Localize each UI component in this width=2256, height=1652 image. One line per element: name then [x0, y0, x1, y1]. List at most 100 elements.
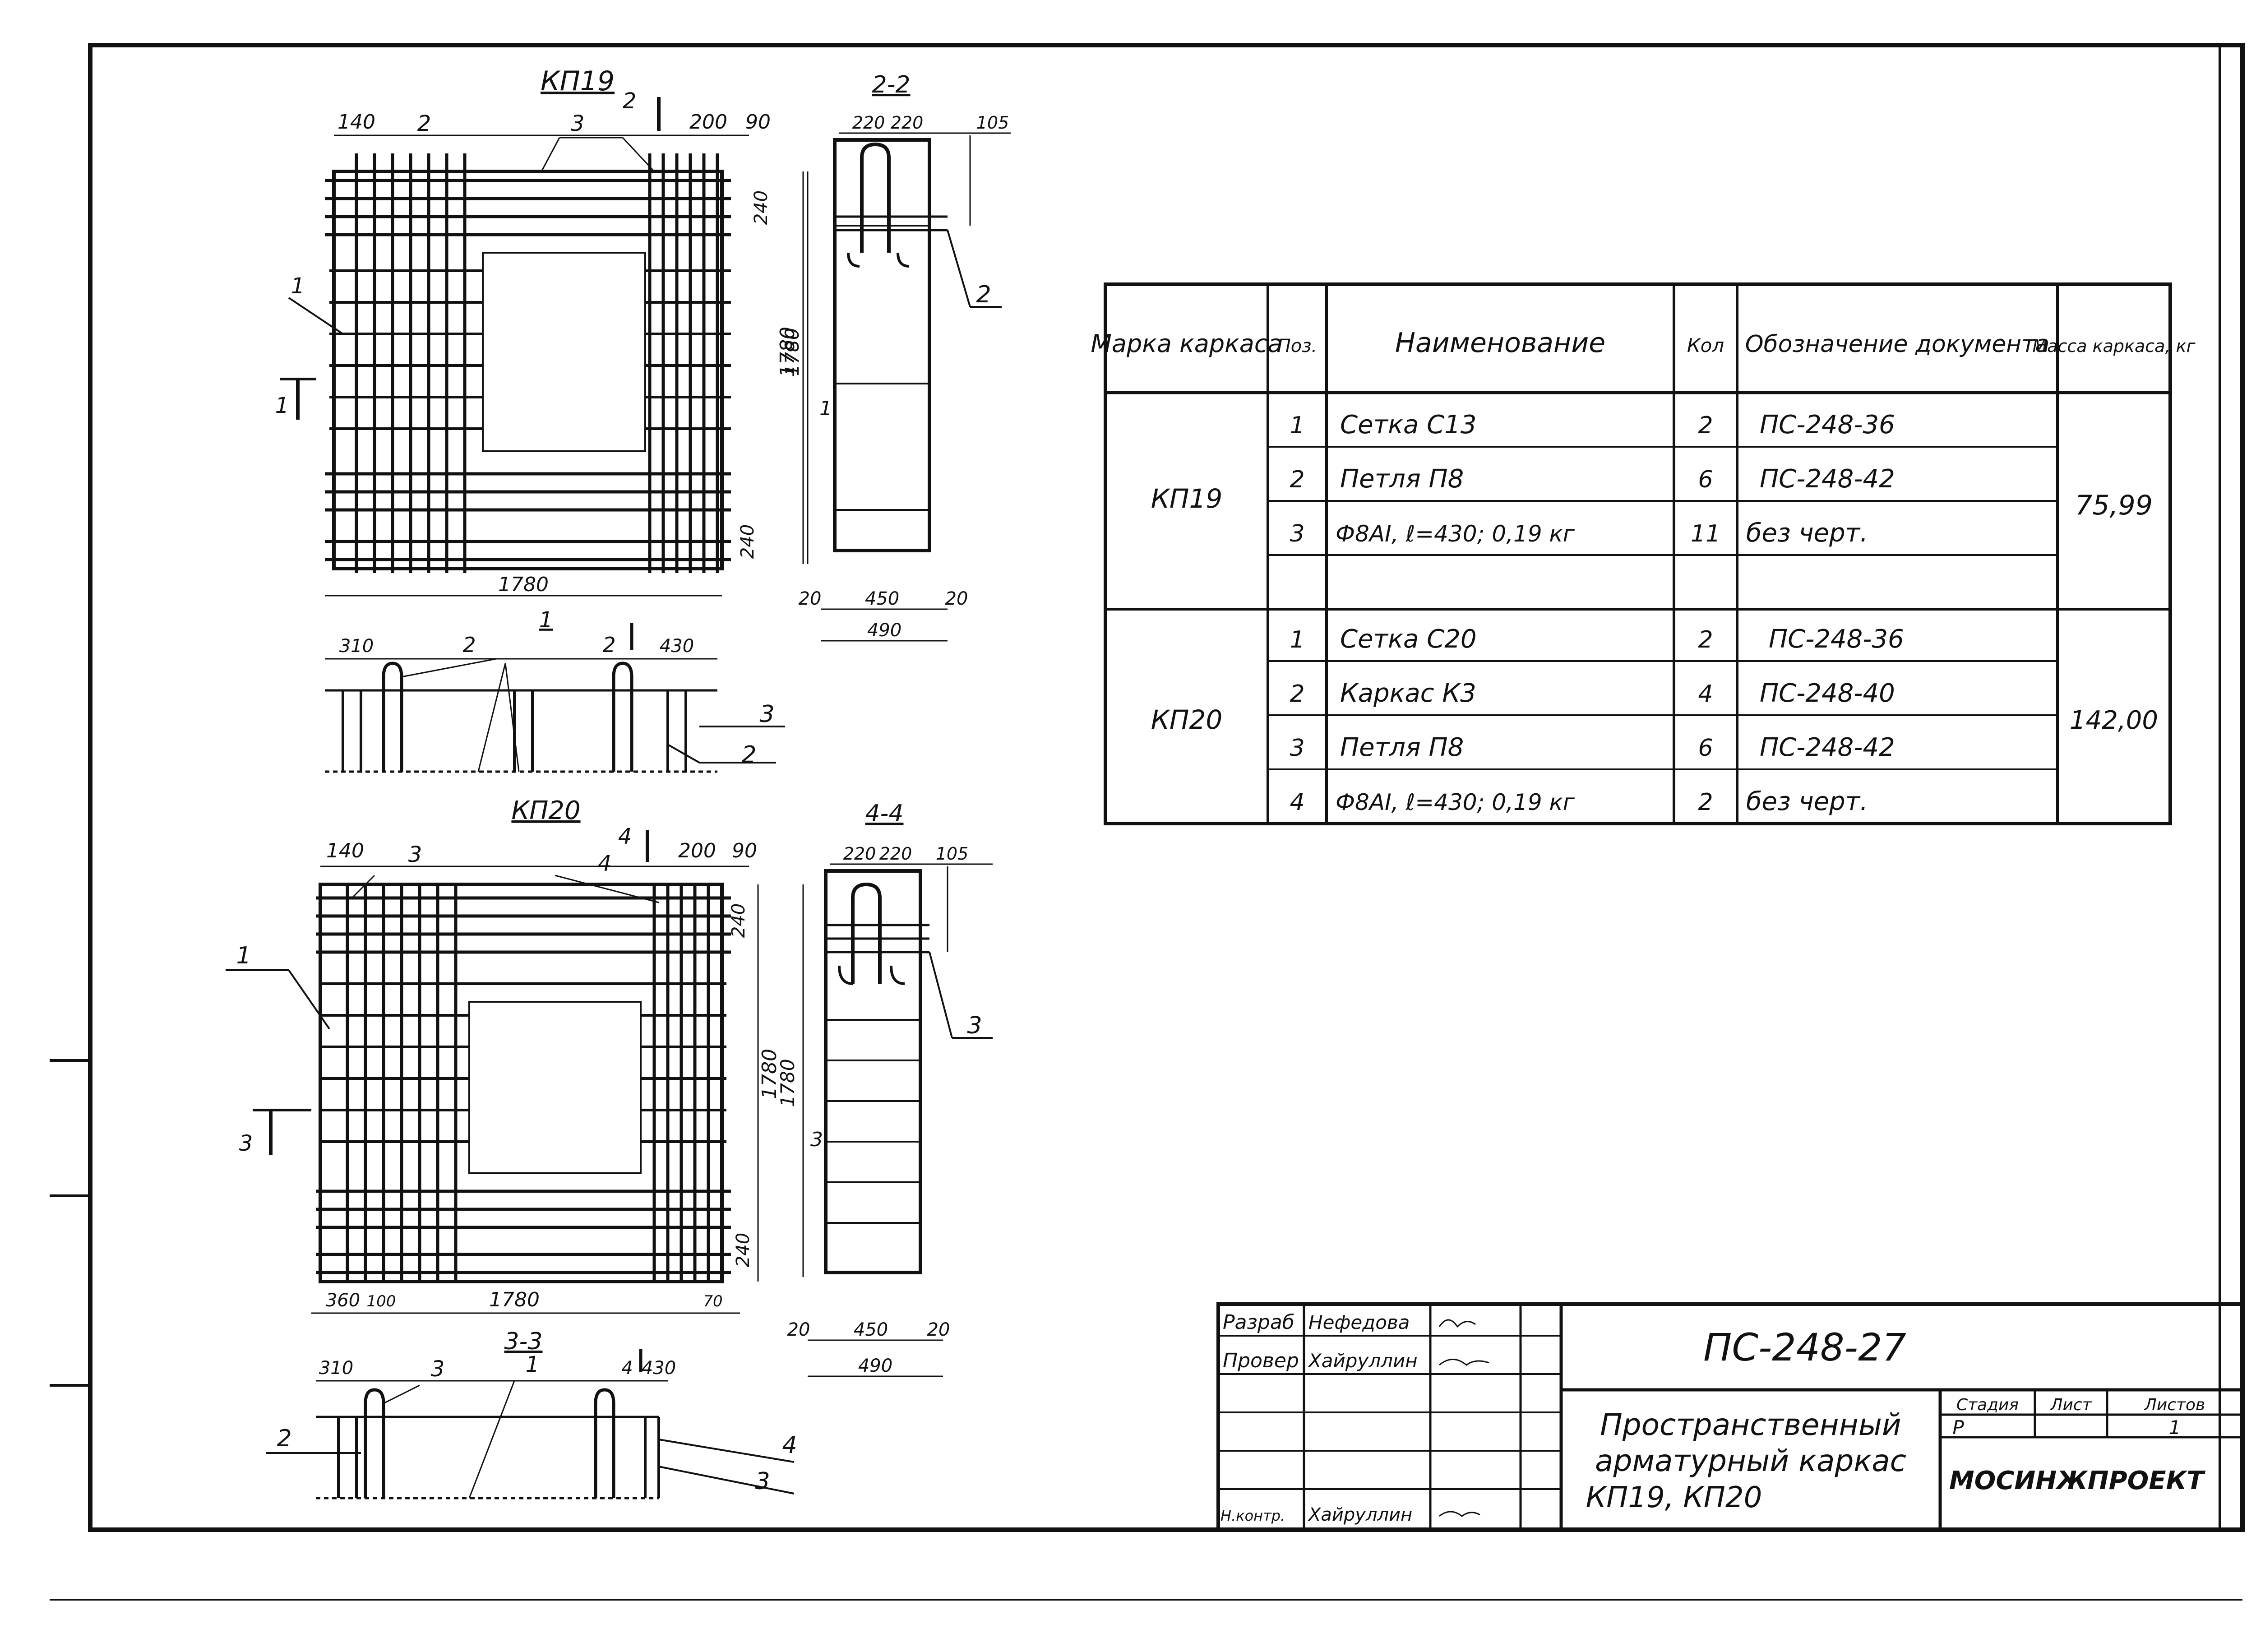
sec44-dim-1780: 1780	[777, 1059, 799, 1107]
spec-kp19-row2-pos: 2	[1290, 466, 1304, 493]
kp20-dim-100: 100	[367, 1292, 396, 1310]
tb-stage-value: Р	[1952, 1416, 1964, 1439]
kp20-dim-240b: 240	[733, 1233, 754, 1267]
spec-header-doc: Обозначение документа	[1745, 331, 2050, 358]
spec-kp20-row3-pos: 3	[1290, 735, 1304, 762]
kp19-dim-200: 200	[689, 111, 727, 134]
tb-organization: МОСИНЖПРОЕКТ	[1949, 1466, 2205, 1495]
sec44-dim-20a: 20	[787, 1319, 810, 1340]
sec33-callout-3b: 3	[755, 1468, 770, 1495]
sec11-callout-2b: 2	[602, 633, 615, 657]
spec-table: Марка каркаса Поз. Наименование Кол Обоз…	[1091, 282, 2196, 825]
spec-kp20-row3-name: Петля П8	[1340, 733, 1464, 762]
tb-name-1: Нефедова	[1308, 1311, 1410, 1333]
kp19-dim-1780v: 1780	[776, 327, 799, 377]
tb-name-2: Хайруллин	[1308, 1350, 1418, 1372]
sec22-dim-220a: 220	[852, 113, 885, 133]
sec33-callout-3: 3	[431, 1356, 445, 1382]
kp20-title: КП20	[511, 796, 580, 825]
sec33-dim-430: 430	[642, 1358, 676, 1379]
tb-role-5: Н.контр.	[1220, 1507, 1285, 1524]
spec-kp20-row2-doc: ПС-248-40	[1760, 679, 1895, 708]
spec-header-name: Наименование	[1395, 327, 1605, 359]
spec-kp19-row2-name: Петля П8	[1340, 464, 1464, 494]
spec-kp19-mark: КП19	[1151, 483, 1223, 514]
kp19-cut-mark: 1	[275, 393, 289, 418]
spec-kp20-row2-pos: 2	[1290, 680, 1304, 708]
kp20-callout-1: 1	[236, 942, 251, 969]
sec44-dim-220a: 220	[843, 844, 876, 864]
kp20-dim-1780v: 1780	[758, 1049, 781, 1099]
kp20-cut-mark: 3	[239, 1131, 253, 1156]
sec22-dim-20a: 20	[799, 588, 822, 609]
kp20-callout-4a: 4	[598, 851, 612, 876]
tb-sheets-label: Листов	[2144, 1396, 2205, 1414]
sec11-callout-2a: 2	[462, 633, 476, 657]
spec-kp20-row2-name: Каркас К3	[1340, 679, 1476, 708]
spec-kp20-row1-pos: 1	[1290, 626, 1304, 653]
kp19-callout-3: 3	[571, 111, 585, 136]
kp20-dim-240a: 240	[728, 903, 749, 938]
sec22-dim-450: 450	[865, 588, 899, 609]
kp20-dim-200: 200	[678, 839, 716, 862]
spec-kp19-row2-doc: ПС-248-42	[1760, 464, 1895, 494]
spec-kp19-row3-qty: 11	[1691, 520, 1720, 547]
sec33-callout-4b: 4	[782, 1432, 797, 1459]
kp19-title: КП19	[541, 65, 615, 97]
sec44-dim-105: 105	[936, 844, 969, 864]
sec22-dim-105: 105	[976, 113, 1009, 133]
sec11-callout-3: 3	[759, 701, 774, 728]
kp20-callout-4b: 4	[618, 824, 632, 849]
sec22-mark-1: 1	[819, 397, 832, 420]
sec33-callout-2: 2	[277, 1425, 291, 1452]
spec-kp19-row2-qty: 6	[1698, 466, 1713, 493]
spec-kp20-row4-name: Ф8АI, ℓ=430; 0,19 кг	[1336, 789, 1575, 815]
sec22-dim-490: 490	[867, 620, 901, 641]
spec-header-mark: Марка каркаса	[1091, 329, 1282, 358]
kp19-dim-140: 140	[337, 111, 375, 134]
sec22-dim-1780: 1780	[781, 328, 803, 376]
kp19-dim-90: 90	[745, 111, 771, 134]
spec-kp20-row3-doc: ПС-248-42	[1760, 733, 1895, 762]
section-4-4: 4-4 220 220 105 1780 3 3 20 450 20 490	[777, 800, 993, 1377]
spec-kp19-row3-doc: без черт.	[1746, 518, 1868, 548]
kp19-callout-2b: 2	[623, 88, 637, 114]
tb-role-2: Провер	[1223, 1349, 1299, 1372]
sec44-title: 4-4	[865, 800, 904, 827]
spec-kp19-row3-pos: 3	[1290, 520, 1304, 547]
kp20-callout-3: 3	[408, 842, 422, 867]
sec44-dim-450: 450	[854, 1319, 888, 1340]
spec-kp19-row3-name: Ф8АI, ℓ=430; 0,19 кг	[1336, 521, 1575, 547]
kp19-dim-1780h: 1780	[498, 573, 549, 596]
spec-kp20-row1-doc: ПС-248-36	[1769, 625, 1904, 654]
tb-role-1: Разраб	[1223, 1311, 1294, 1334]
spec-header-qty: Кол	[1687, 334, 1724, 356]
spec-kp19-row1-pos: 1	[1290, 412, 1304, 439]
spec-kp20-row4-doc: без черт.	[1746, 787, 1868, 816]
spec-kp20-row4-qty: 2	[1698, 789, 1713, 816]
spec-kp20-row2-qty: 4	[1698, 680, 1713, 708]
tb-document-code: ПС-248-27	[1703, 1325, 1906, 1370]
sec44-dim-220b: 220	[879, 844, 912, 864]
tb-description-1: Пространственный	[1600, 1407, 1901, 1442]
section-3-3: 1 310 3 4 430 3-3 2 4 3	[266, 1328, 797, 1499]
spec-kp20-row4-pos: 4	[1290, 789, 1304, 816]
sec11-title: 1	[539, 607, 553, 633]
kp19-dim-240a: 240	[751, 190, 772, 225]
section-2-2: 2-2 220 220 105 1780 1 2 20 450 20 490	[781, 71, 1011, 642]
title-block: Разраб Нефедова Провер Хайруллин Н.контр…	[1216, 1302, 2244, 1532]
kp19-callout-1: 1	[291, 273, 305, 299]
spec-kp19-row1-doc: ПС-248-36	[1760, 410, 1895, 440]
sec22-title: 2-2	[872, 71, 911, 98]
kp19-callout-2a: 2	[417, 111, 431, 136]
kp20-dim-90: 90	[732, 839, 757, 862]
kp19-view: КП19 140 2 3 2 200 90 240 1780 240 1780	[275, 65, 804, 597]
tb-description-2: арматурный каркас	[1595, 1444, 1906, 1478]
kp20-dim-70: 70	[703, 1292, 722, 1310]
sheet-frame	[50, 43, 2245, 1601]
kp20-view: КП20 140 3 4 4 200 90 240 1780 240 360 1…	[226, 796, 781, 1314]
spec-kp20-row1-qty: 2	[1698, 626, 1713, 653]
spec-kp20-mark: КП20	[1151, 704, 1223, 735]
spec-kp20-row3-qty: 6	[1698, 735, 1713, 762]
